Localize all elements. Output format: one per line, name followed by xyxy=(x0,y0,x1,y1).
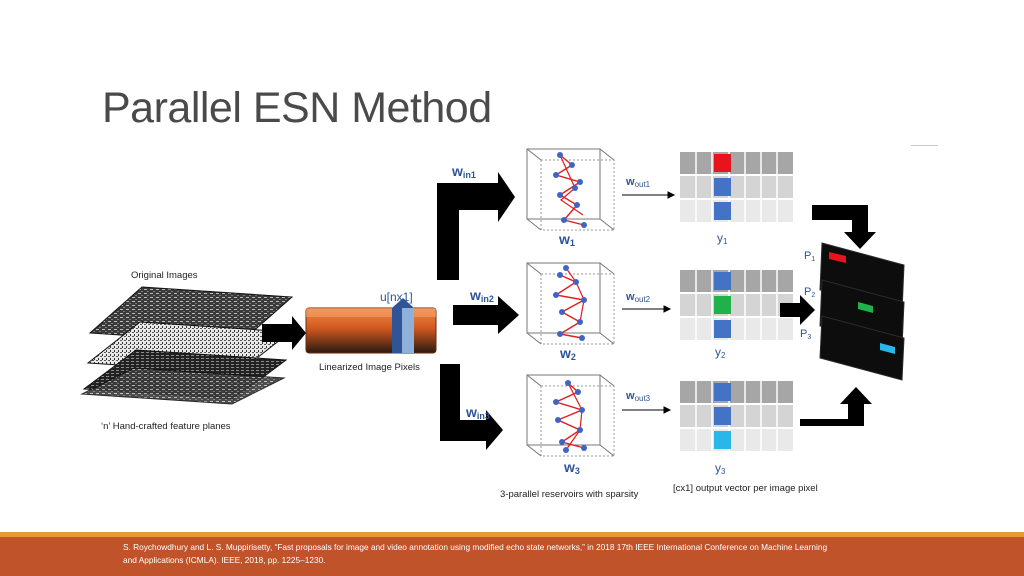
footer-bar xyxy=(0,537,1024,576)
output-caption: [cx1] output vector per image pixel xyxy=(673,483,818,494)
arrow-win1 xyxy=(437,172,515,280)
reservoir-cube-2 xyxy=(526,262,615,345)
output-grid-2 xyxy=(680,270,793,340)
win3-label: win3 xyxy=(466,404,490,421)
linearized-label: Linearized Image Pixels xyxy=(319,362,420,373)
arrow-win3 xyxy=(440,364,503,450)
win2-label: win2 xyxy=(470,287,494,304)
input-vector-label: u[nx1] xyxy=(380,290,413,304)
reservoirs-caption: 3-parallel reservoirs with sparsity xyxy=(500,489,639,500)
output-grid-3 xyxy=(680,381,793,451)
p3-label: P3 xyxy=(800,328,812,341)
footer-accent-stripe xyxy=(0,532,1024,537)
feature-planes-stack xyxy=(80,286,294,405)
reservoir-1-label: w1 xyxy=(559,231,575,248)
output-thin-arrows xyxy=(622,191,676,414)
arrow-to-plane-1 xyxy=(812,205,876,249)
reservoir-3-label: w3 xyxy=(564,459,580,476)
arrow-to-linearized xyxy=(262,316,306,350)
wout3-label: wout3 xyxy=(626,390,651,403)
p2-label: P2 xyxy=(804,286,816,299)
arrow-to-plane-2 xyxy=(780,295,815,325)
wout2-label: wout2 xyxy=(626,291,651,304)
reservoir-cube-3 xyxy=(526,374,615,457)
output-grid-1 xyxy=(680,152,793,222)
linearized-pixel-bar xyxy=(305,298,437,354)
parallel-esn-diagram xyxy=(80,148,905,457)
output-plane-3 xyxy=(819,315,905,381)
citation-text: S. Roychowdhury and L. S. Muppirisetty, … xyxy=(123,542,828,565)
p1-label: P1 xyxy=(804,250,816,263)
arrow-win2 xyxy=(453,296,519,334)
y1-label: y1 xyxy=(717,231,728,246)
reservoir-2-label: w2 xyxy=(560,345,576,362)
title-divider xyxy=(911,145,938,146)
y2-label: y2 xyxy=(715,345,726,360)
arrow-from-plane-3 xyxy=(800,387,872,426)
input-arrows xyxy=(437,172,519,450)
output-planes-stack xyxy=(819,242,905,381)
win1-label: win1 xyxy=(452,163,476,180)
output-grids xyxy=(680,152,793,451)
feature-planes-label: ‘n’ Hand-crafted feature planes xyxy=(101,421,231,432)
original-images-label: Original Images xyxy=(131,270,198,281)
y3-label: y3 xyxy=(715,461,726,476)
slide-title: Parallel ESN Method xyxy=(102,84,492,132)
wout1-label: wout1 xyxy=(626,176,651,189)
reservoir-cube-1 xyxy=(526,148,615,231)
